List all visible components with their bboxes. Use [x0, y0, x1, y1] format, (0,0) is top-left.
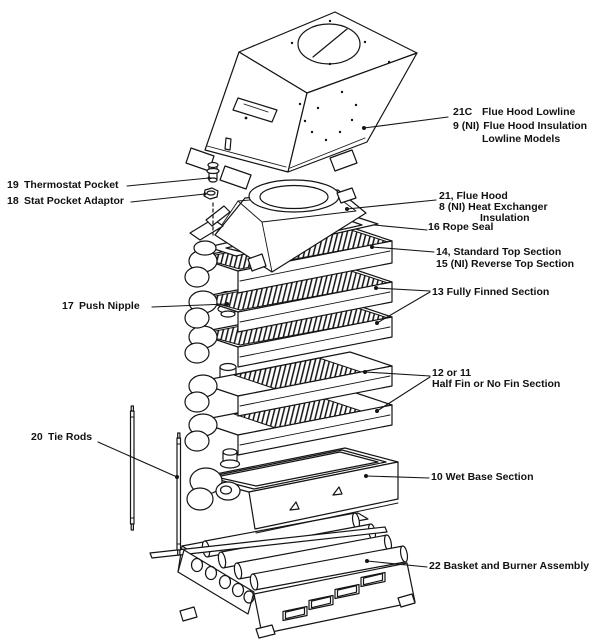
flue-collar — [248, 179, 340, 213]
thermostat-pocket-drawing — [206, 161, 220, 183]
part-label: 10 Wet Base Section — [431, 471, 534, 483]
callout-rope-seal: 16 Rope Seal — [428, 222, 493, 233]
part-number: 19 — [7, 179, 19, 191]
fully-finned-section-drawing-2 — [184, 302, 393, 368]
wet-base-tapping — [219, 448, 241, 469]
part-label: 16 Rope Seal — [428, 221, 494, 233]
part-number: 18 — [7, 195, 19, 207]
callout-fully-finned-section: 13 Fully Finned Section — [432, 287, 549, 298]
basket-feet — [179, 593, 416, 639]
part-label: 8 (NI) Heat Exchanger — [439, 201, 548, 213]
part-label: Flue Hood Insulation — [483, 119, 588, 132]
callout-half-fin-section: 12 or 11 Half Fin or No Fin Section — [432, 368, 560, 390]
part-label: 12 or 11 — [432, 367, 472, 379]
part-label: 21, Flue Hood — [439, 190, 508, 202]
rivets — [290, 19, 391, 142]
half-fin-section-drawing — [184, 390, 393, 456]
part-label: Stat Pocket Adaptor — [24, 195, 124, 207]
callout-stat-pocket-adaptor: 18 Stat Pocket Adaptor — [7, 196, 124, 207]
part-number: 20 — [31, 431, 43, 443]
part-label: Tie Rods — [48, 431, 93, 443]
callout-tie-rods: 20 Tie Rods — [31, 432, 92, 443]
flue-hood-drawing — [189, 179, 367, 273]
part-number: 9 (NI) — [453, 119, 480, 132]
part-label: Lowline Models — [482, 133, 561, 145]
callout-flue-hood-lowline: 21C Flue Hood Lowline 9 (NI)Flue Hood Ins… — [453, 106, 587, 147]
callout-basket-burner-assembly: 22 Basket and Burner Assembly — [429, 561, 589, 572]
leader-dots — [175, 126, 379, 563]
part-label: Insulation — [480, 212, 530, 224]
part-label: Thermostat Pocket — [24, 179, 119, 191]
part-label: 15 (NI) Reverse Top Section — [436, 257, 575, 270]
part-label: Flue Hood Lowline — [482, 106, 576, 118]
burner-manifold-bar — [149, 526, 388, 559]
callout-wet-base-section: 10 Wet Base Section — [431, 472, 534, 483]
half-fin-section-drawing-2 — [184, 351, 393, 417]
callout-top-section: 14, Standard Top Section 15 (NI) Reverse… — [436, 246, 575, 270]
part-label: 22 Basket and Burner Assembly — [429, 560, 590, 572]
stat-pocket-adaptor-drawing — [203, 187, 219, 200]
callout-thermostat-pocket: 19 Thermostat Pocket — [7, 180, 119, 191]
callout-flue-hood: 21, Flue Hood 8 (NI) Heat Exchanger Insu… — [439, 191, 548, 224]
part-number: 17 — [62, 300, 74, 312]
part-number: 21C — [453, 106, 473, 118]
tie-rods-drawing — [129, 405, 182, 556]
part-label: 14, Standard Top Section — [436, 246, 562, 258]
part-label: 13 Fully Finned Section — [432, 286, 550, 298]
part-label: Half Fin or No Fin Section — [432, 378, 561, 390]
basket-burner-assembly-drawing — [149, 512, 416, 639]
part-number — [453, 133, 478, 147]
callout-push-nipple: 17 Push Nipple — [62, 301, 140, 312]
part-label: Push Nipple — [79, 300, 140, 312]
wet-base-port — [215, 481, 241, 501]
flue-hood-lowline-drawing — [185, 11, 418, 190]
handle-slot — [232, 97, 278, 123]
leader-lines — [97, 116, 449, 568]
wet-base-section-drawing — [186, 447, 399, 534]
